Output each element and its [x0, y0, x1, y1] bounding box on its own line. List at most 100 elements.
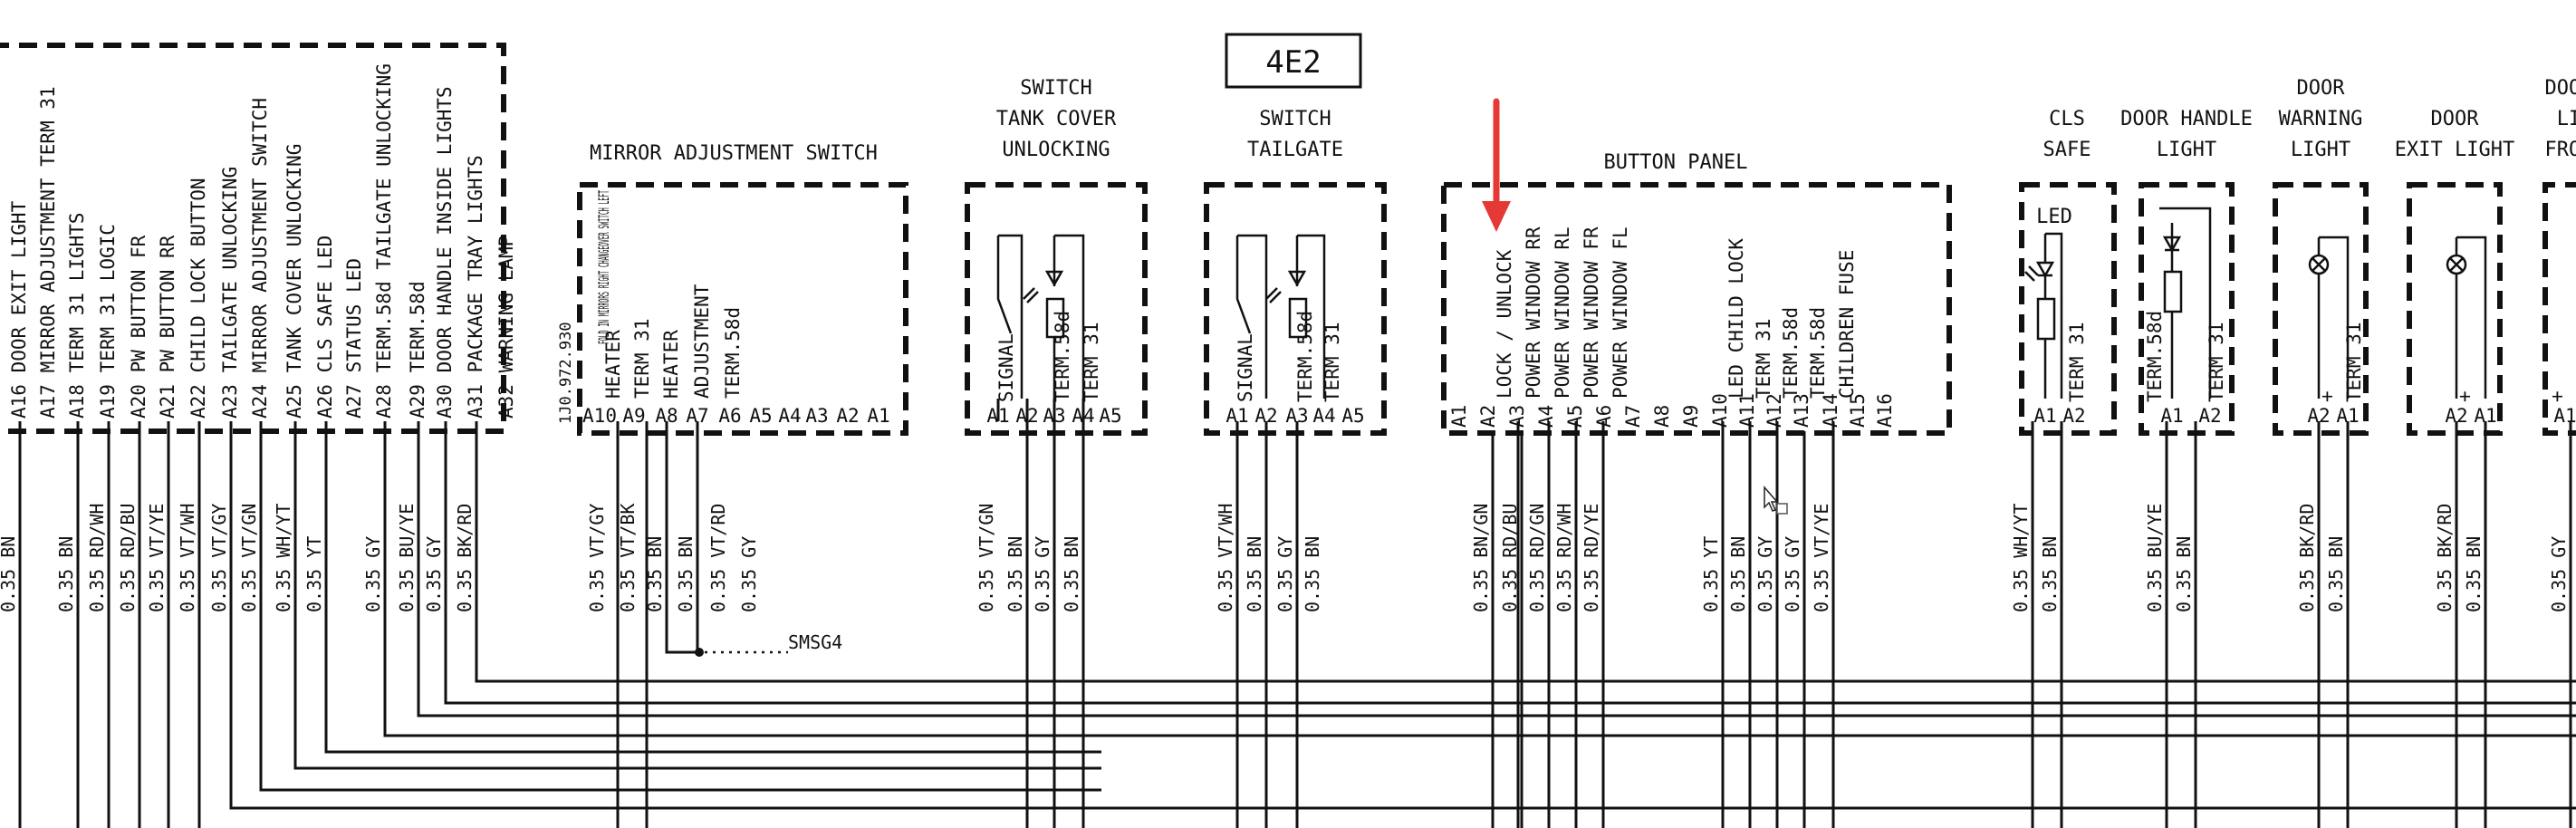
pin-label: A2	[2307, 405, 2330, 427]
pin-label: A12	[1764, 393, 1785, 428]
door-warning-function-labels: +TERM 31	[2316, 322, 2365, 402]
wire-color-label: 0.35 BN	[2039, 536, 2061, 612]
button-panel-function-label: POWER WINDOW FR	[1581, 226, 1602, 399]
pin-function-label: A27 STATUS LED	[343, 258, 365, 419]
title-line: LIGHT	[2157, 139, 2216, 161]
title-line: LIGHT	[2291, 139, 2350, 161]
pin-label: A4	[778, 405, 801, 427]
mirror-function-label: TERM.58d	[722, 307, 744, 399]
title-line: UNLOCKING	[1002, 139, 1110, 161]
door-front-function-labels: +	[2546, 390, 2568, 402]
wire-color-label: 0.35 BU/YE	[2144, 504, 2166, 612]
title-line: DOOR HANDLE	[2120, 108, 2253, 130]
pin-label: A2	[2062, 405, 2085, 427]
pin-label: A3	[1285, 405, 1308, 427]
wire-color-label: 0.35 GY	[1274, 536, 1296, 612]
pin-function-label: A28 TERM.58d TAILGATE UNLOCKING	[373, 63, 395, 419]
splice-label: SMSG4	[788, 631, 842, 653]
cls-safe-wire-labels: 0.35 WH/YT 0.35 BN	[2010, 504, 2061, 612]
pin-function-label: A20 PW BUTTON FR	[128, 235, 149, 419]
wire-color-label: 0.35 VT/WH	[177, 504, 198, 612]
door-handle-function-labels: TERM.58d TERM 31	[2144, 311, 2227, 402]
wire-color-label: 0.35 VT/GN	[238, 504, 260, 612]
wire-color-label: 0.35 BN	[55, 536, 77, 612]
bus-lines	[229, 421, 2576, 810]
wire-color-label: 0.35 GY	[1754, 536, 1776, 612]
wire-color-label: 0.35 GY	[362, 536, 384, 612]
pin-label: A4	[1312, 405, 1335, 427]
pin-label: A9	[1680, 405, 1702, 428]
wire-color-label: 0.35 WH/YT	[2010, 504, 2032, 612]
wire-color-label: 0.35 GY	[738, 536, 760, 612]
pin-label: A3	[1506, 405, 1528, 428]
title-line: FRON	[2545, 139, 2576, 161]
pin-label: A5	[749, 405, 772, 427]
button-panel-function-label: CHILDREN FUSE	[1836, 250, 1858, 399]
button-panel-function-label: TERM.58d	[1807, 307, 1829, 399]
door-front-title: DOORLIFRON	[2545, 77, 2576, 161]
door-handle-wire-labels: 0.35 BU/YE 0.35 BN	[2144, 504, 2195, 612]
title-line: LI	[2557, 108, 2576, 130]
wire-color-label: 0.35 GY	[2548, 536, 2570, 612]
mirror-function-label: HEATER	[602, 330, 624, 399]
function-label: +	[2316, 390, 2338, 402]
wire-color-label: 0.35 BN	[2173, 536, 2195, 612]
wire-color-label: 0.35 GY	[423, 536, 445, 612]
cls-safe-led-label: LED	[2036, 206, 2072, 228]
function-label: +	[2546, 390, 2568, 402]
mirror-function-label: HEATER	[660, 330, 682, 399]
function-label: TERM 31	[2206, 322, 2227, 402]
pin-label: A1	[2336, 405, 2359, 427]
pin-function-label: A30 DOOR HANDLE INSIDE LIGHTS	[434, 86, 456, 419]
wire-color-label: 0.35 YT	[303, 536, 325, 612]
button-panel-function-label: POWER WINDOW RR	[1523, 226, 1544, 399]
pin-label: A10	[1709, 393, 1731, 428]
function-label: TERM.58d	[2144, 311, 2166, 402]
mirror-switch-title: MIRROR ADJUSTMENT SWITCH	[590, 142, 878, 165]
wire-color-label: 0.35 BK/RD	[454, 504, 476, 612]
wire-color-label: 0.35 RD/WH	[1553, 504, 1575, 612]
wire-color-label: 0.35 VT/GY	[586, 504, 608, 612]
pin-label: A2	[836, 405, 859, 427]
door-front-light: DOORLIFRON + A1 0.35 GY	[2542, 77, 2576, 612]
function-label: SIGNAL	[1235, 333, 1256, 402]
wire-color-label: 0.35 VT/BK	[617, 504, 639, 612]
pin-label: A11	[1736, 393, 1758, 428]
pin-label: A4	[1535, 405, 1557, 428]
title-line: WARNING	[2279, 108, 2363, 130]
pin-function-label: A18 TERM 31 LIGHTS	[66, 212, 88, 419]
wire-color-label: 0.35 BN	[1727, 536, 1749, 612]
pin-label: A6	[1593, 405, 1615, 428]
wire-color-label: 0.35 VT/GN	[976, 504, 997, 612]
wire-color-label: 0.35 VT/YE	[146, 504, 168, 612]
pin-label: A1	[2553, 405, 2576, 427]
pin-label: A5	[1099, 405, 1121, 427]
pin-label: A1	[1226, 405, 1248, 427]
pin-function-label: A22 CHILD LOCK BUTTON	[187, 178, 209, 419]
wire-color-label: 0.35 RD/BU	[1499, 504, 1521, 612]
pin-label: A10	[582, 405, 617, 427]
button-panel-function-label: POWER WINDOW FL	[1610, 226, 1631, 399]
button-panel-function-label: POWER WINDOW RL	[1552, 226, 1573, 399]
wire-color-label: 0.35 RD/YE	[1581, 504, 1602, 612]
title-line: SAFE	[2043, 139, 2091, 161]
